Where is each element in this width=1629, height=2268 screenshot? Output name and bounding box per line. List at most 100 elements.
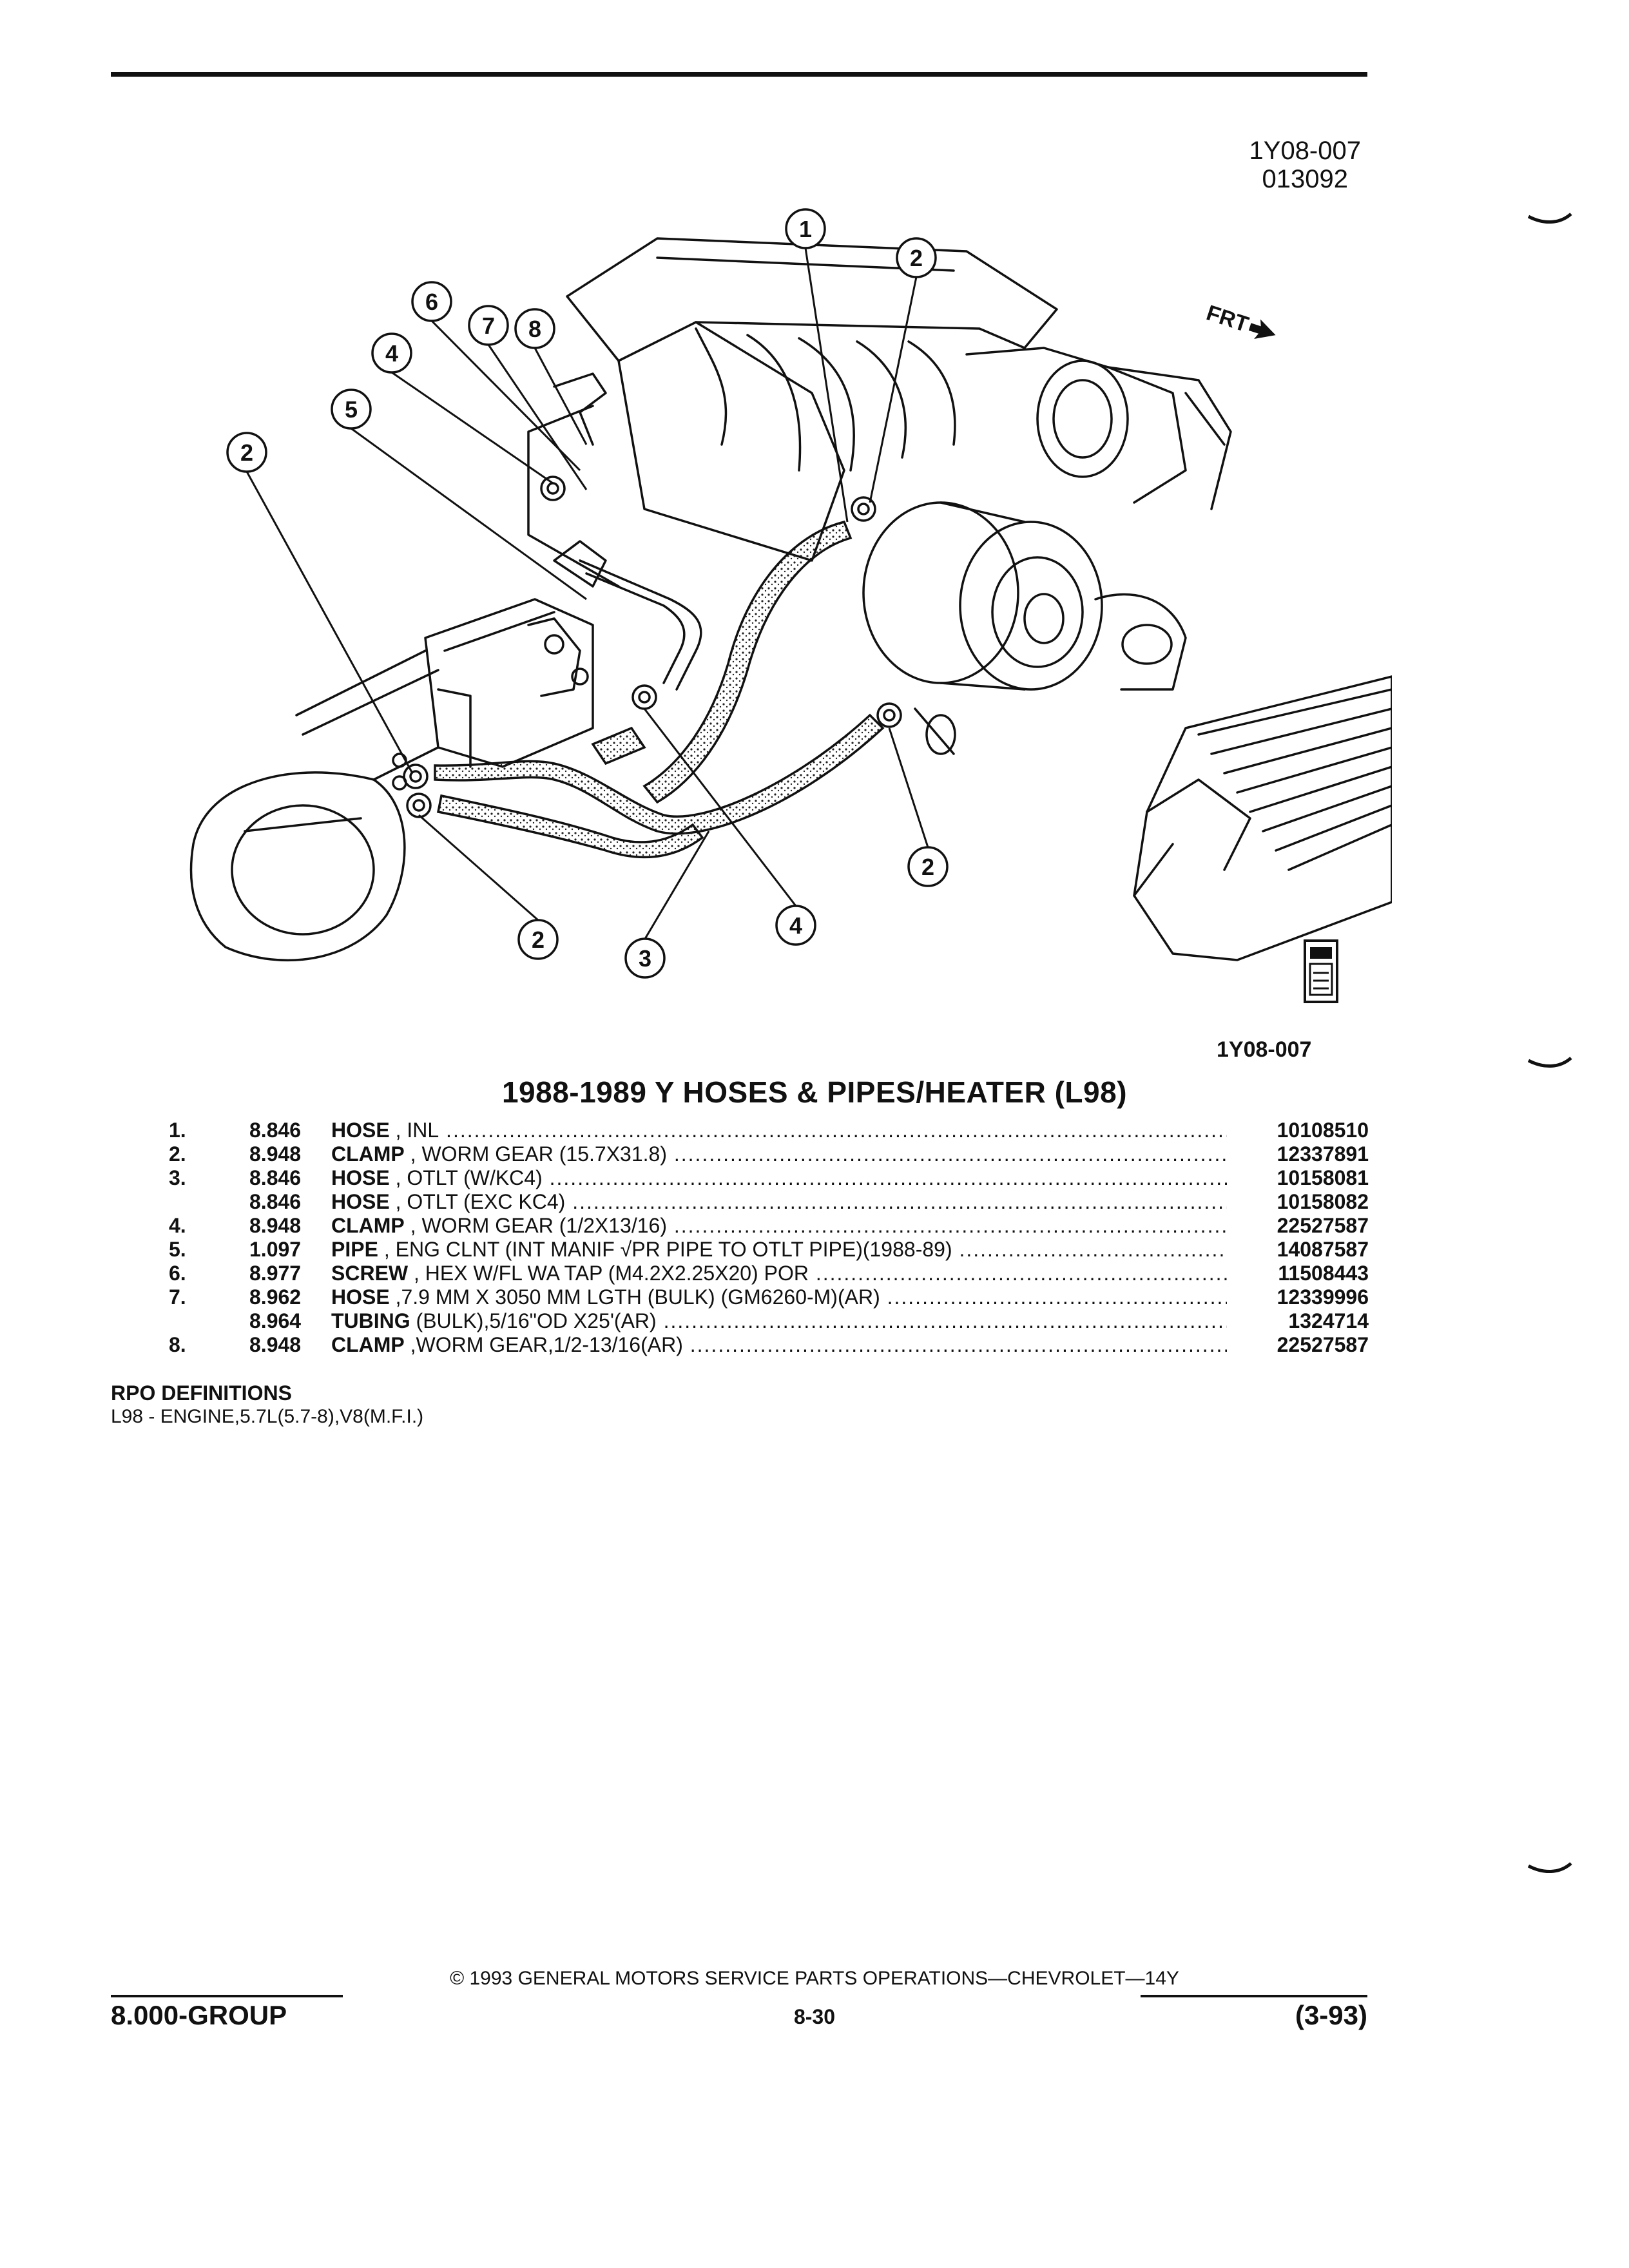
hose-clamps [392,476,902,818]
part-description: TUBING (BULK),5/16"OD X25'(AR) .........… [331,1309,1227,1332]
blower-housing [189,746,439,962]
part-number: 10158081 [1277,1166,1369,1189]
callout-4: 4 [775,905,816,946]
alternator [862,501,1187,755]
radiator [1133,675,1392,961]
coolant-pipe [553,372,702,691]
part-number: 10158082 [1277,1190,1369,1213]
svg-text:2: 2 [240,439,253,466]
hose-inlet [642,520,853,804]
part-description: CLAMP ,WORM GEAR,1/2-13/16(AR) .........… [331,1333,1227,1356]
arrow-icon [1248,319,1276,340]
part-number: 12337891 [1277,1142,1369,1166]
reference-code: 8.964 [249,1309,302,1332]
svg-text:2: 2 [921,854,934,880]
hose-outlet-upper [434,713,885,835]
part-number: 1324714 [1288,1309,1369,1332]
item-number: 3. [169,1166,186,1189]
illustration-code-bottom: 1Y08-007 [1217,1037,1312,1062]
part-number: 14087587 [1277,1238,1369,1261]
illustration-code-block: 1Y08-007 013092 [1249,137,1361,193]
table-row: 4. 8.948 CLAMP , WORM GEAR (1/2X13/16) .… [169,1214,1369,1238]
table-row: 1. 8.846 HOSE , INL ....................… [169,1119,1369,1142]
engine-block [527,237,1232,588]
rpo-heading: RPO DEFINITIONS [111,1381,292,1405]
callout-2: 2 [907,846,949,887]
table-row: 5. 1.097 PIPE , ENG CLNT (INT MANIF √PR … [169,1238,1369,1262]
page-title: 1988-1989 Y HOSES & PIPES/HEATER (L98) [501,1075,1128,1109]
reference-code: 8.846 [249,1190,302,1213]
table-row: 7. 8.962 HOSE ,7.9 MM X 3050 MM LGTH (BU… [169,1285,1369,1309]
table-row: 2. 8.948 CLAMP , WORM GEAR (15.7X31.8) .… [169,1142,1369,1166]
illustration-code: 1Y08-007 [1249,137,1361,165]
part-description: SCREW , HEX W/FL WA TAP (M4.2X2.25X20) P… [331,1262,1227,1285]
callout-6: 6 [411,281,452,322]
part-description: HOSE , OTLT (EXC KC4) ..................… [331,1190,1227,1213]
svg-text:4: 4 [385,340,398,367]
table-row: 8.964 TUBING (BULK),5/16"OD X25'(AR) ...… [169,1309,1369,1333]
item-number: 8. [169,1333,186,1356]
table-row: 3. 8.846 HOSE , OTLT (W/KC4) ...........… [169,1166,1369,1190]
reference-code: 1.097 [249,1238,302,1261]
callout-1: 1 [785,208,826,249]
copyright-line: © 1993 GENERAL MOTORS SERVICE PARTS OPER… [450,1968,1179,1989]
callout-2: 2 [226,432,267,473]
item-number: 7. [169,1285,186,1309]
binding-mark-icon [1527,1862,1572,1874]
group-label: 8.000-GROUP [111,2000,287,2030]
item-number: 5. [169,1238,186,1261]
part-description: PIPE , ENG CLNT (INT MANIF √PR PIPE TO O… [331,1238,1227,1261]
table-row: 8. 8.948 CLAMP ,WORM GEAR,1/2-13/16(AR) … [169,1333,1369,1357]
footer-rule-right [1141,1995,1367,1997]
reference-code: 8.962 [249,1285,302,1309]
part-number: 22527587 [1277,1214,1369,1237]
svg-text:7: 7 [482,312,495,339]
part-number: 11508443 [1278,1262,1369,1285]
part-description: CLAMP , WORM GEAR (1/2X13/16) ..........… [331,1214,1227,1237]
parts-list: 1. 8.846 HOSE , INL ....................… [169,1119,1369,1357]
part-number: 22527587 [1277,1333,1369,1356]
part-number: 12339996 [1277,1285,1369,1309]
item-number: 2. [169,1142,186,1166]
svg-text:6: 6 [425,289,438,315]
page-number: 8-30 [793,2005,836,2028]
hose-outlet-lower [436,794,704,859]
heater-core [295,598,594,768]
rpo-definition: L98 - ENGINE,5.7L(5.7-8),V8(M.F.I.) [111,1406,424,1427]
svg-text:2: 2 [910,245,923,271]
callout-3: 3 [624,937,666,979]
svg-text:8: 8 [528,316,541,342]
part-description: HOSE , OTLT (W/KC4) ....................… [331,1166,1227,1189]
binding-mark-icon [1527,1057,1572,1068]
svg-text:4: 4 [789,912,802,939]
hose-short [591,726,646,765]
reference-code: 8.846 [249,1119,302,1142]
part-description: CLAMP , WORM GEAR (15.7X31.8) ..........… [331,1142,1227,1166]
callout-2: 2 [896,237,937,278]
table-row: 6. 8.977 SCREW , HEX W/FL WA TAP (M4.2X2… [169,1262,1369,1285]
callout-2: 2 [517,919,559,960]
callout-4: 4 [371,332,412,374]
engine-hose-diagram: 1 2 2 2 2 3 4 4 5 6 7 8 FRT [189,208,1392,1003]
item-number: 1. [169,1119,186,1142]
part-number: 10108510 [1277,1119,1369,1142]
reference-code: 8.977 [249,1262,302,1285]
svg-text:1: 1 [799,216,812,242]
reference-code: 8.948 [249,1142,302,1166]
binding-mark-icon [1527,213,1572,224]
footer-rule-left [111,1995,343,1997]
part-description: HOSE , INL .............................… [331,1119,1227,1142]
table-row: 8.846 HOSE , OTLT (EXC KC4) ............… [169,1190,1369,1214]
front-direction-indicator: FRT [1204,300,1276,340]
reference-code: 8.948 [249,1333,302,1356]
part-description: HOSE ,7.9 MM X 3050 MM LGTH (BULK) (GM62… [331,1285,1227,1309]
gm-spo-logo-icon [1304,939,1338,1003]
front-label: FRT [1204,300,1252,337]
callout-8: 8 [514,308,555,349]
reference-code: 8.948 [249,1214,302,1237]
item-number: 6. [169,1262,186,1285]
illustration-date: 013092 [1262,165,1348,193]
svg-text:5: 5 [345,396,358,423]
item-number: 4. [169,1214,186,1237]
date-code: (3-93) [1295,2000,1367,2030]
